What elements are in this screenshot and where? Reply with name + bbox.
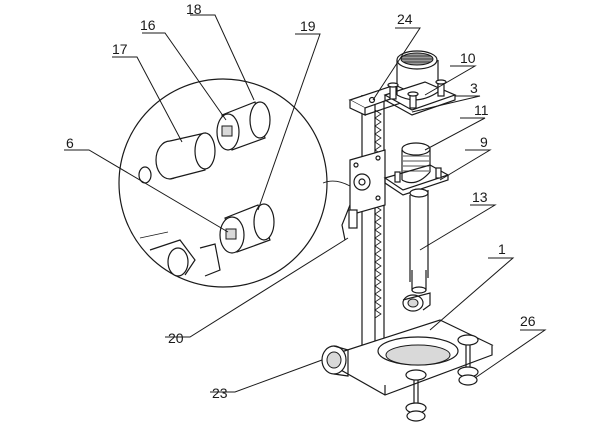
label-20: 20 xyxy=(168,330,184,346)
part-19-coupling xyxy=(219,203,275,254)
crank-handle xyxy=(348,209,358,229)
foot-front xyxy=(405,369,427,422)
foot-right-front xyxy=(457,334,479,386)
mount-bolts-top xyxy=(387,79,447,109)
part-26-leveling-feet xyxy=(405,334,479,422)
label-13: 13 xyxy=(472,189,488,205)
part-23-wheel xyxy=(321,345,349,377)
main-column xyxy=(348,84,412,356)
part-17-knob xyxy=(138,132,216,184)
label-26: 26 xyxy=(520,313,536,329)
label-11: 11 xyxy=(474,102,489,118)
label-23: 23 xyxy=(212,385,228,401)
part-13-drill-spindle xyxy=(409,188,429,294)
label-6: 6 xyxy=(66,135,74,151)
detail-circle xyxy=(118,78,351,288)
part-6-square-shaft xyxy=(225,228,237,240)
label-16: 16 xyxy=(140,17,156,33)
label-1: 1 xyxy=(498,241,506,257)
label-17: 17 xyxy=(112,41,128,57)
label-19: 19 xyxy=(300,18,316,34)
detail-background-parts xyxy=(139,231,221,277)
collection-wheel xyxy=(402,292,431,312)
part-18-sleeve xyxy=(216,101,271,151)
part-16-square-socket xyxy=(221,125,233,137)
part-1-base xyxy=(330,319,494,396)
top-motor-assembly xyxy=(383,50,457,116)
label-3: 3 xyxy=(470,80,478,96)
label-18: 18 xyxy=(186,1,202,17)
label-9: 9 xyxy=(480,134,488,150)
carriage-assembly xyxy=(341,142,450,241)
leader-lines xyxy=(64,14,547,393)
label-10: 10 xyxy=(460,50,476,66)
rack-teeth xyxy=(374,109,382,319)
part-number-labels: 18 16 17 19 6 24 10 3 11 9 13 1 26 20 23 xyxy=(66,1,536,401)
label-24: 24 xyxy=(397,11,413,27)
